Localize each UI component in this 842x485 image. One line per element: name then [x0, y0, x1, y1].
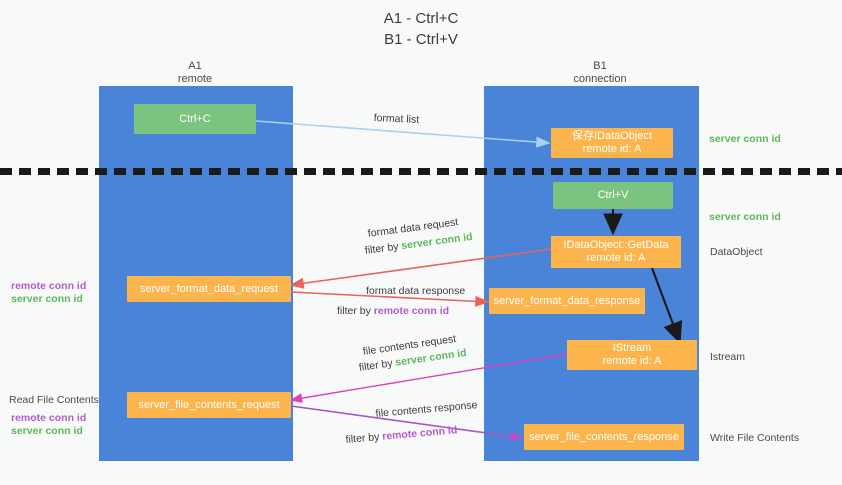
left-label-remote-conn-id-upper: remote conn id [11, 280, 87, 292]
node-idataobject-getdata[interactable]: IDataObject::GetData remote id: A [551, 236, 681, 268]
column-header-b1: B1 connection [530, 60, 670, 86]
edge-label-file-contents-response: file contents response [375, 399, 478, 420]
column-b1-sub: connection [573, 73, 627, 85]
node-ctrl-c-label: Ctrl+C [179, 112, 211, 125]
edge-label-format-data-response: format data response [366, 285, 466, 297]
node-ctrl-v[interactable]: Ctrl+V [553, 182, 673, 209]
node-server-file-contents-request-label: server_file_contents_request [138, 398, 280, 411]
column-a1-sub: remote [177, 73, 213, 85]
node-server-format-data-response[interactable]: server_format_data_response [489, 288, 645, 314]
title-line-2: B1 - Ctrl+V [384, 31, 458, 48]
edge-label-file-contents-response-filter: filter by remote conn id [345, 424, 458, 446]
node-ctrl-v-label: Ctrl+V [597, 189, 629, 201]
node-server-format-data-request-label: server_format_data_request [139, 282, 279, 295]
left-label-remote-conn-id-lower: remote conn id [11, 412, 87, 424]
node-save-idataobject-line1: 保存IDataObject [571, 130, 653, 142]
node-server-file-contents-response-label: server_file_contents_response [529, 430, 679, 443]
right-label-server-conn-id-mid: server conn id [709, 211, 781, 223]
filter-value-remote-conn-id-2: remote conn id [381, 424, 458, 443]
right-label-server-conn-id-top: server conn id [709, 133, 781, 145]
filter-value-remote-conn-id-1: remote conn id [373, 305, 450, 317]
node-save-idataobject[interactable]: 保存IDataObject remote id: A [551, 128, 673, 158]
title-line-1: A1 - Ctrl+C [383, 10, 459, 27]
phase-divider [0, 168, 842, 175]
node-save-idataobject-line2: remote id: A [582, 143, 642, 155]
node-server-format-data-response-label: server_format_data_response [493, 294, 641, 307]
right-label-istream: Istream [710, 351, 746, 363]
node-istream-line2: remote id: A [602, 355, 662, 367]
node-istream[interactable]: IStream remote id: A [567, 340, 697, 370]
column-header-a1: A1 remote [125, 60, 265, 86]
right-label-dataobject: DataObject [710, 246, 763, 258]
node-ctrl-c[interactable]: Ctrl+C [134, 104, 256, 134]
column-b1-name: B1 [593, 60, 607, 72]
node-idataobject-getdata-line1: IDataObject::GetData [563, 239, 669, 251]
node-server-file-contents-request[interactable]: server_file_contents_request [127, 392, 291, 418]
node-server-format-data-request[interactable]: server_format_data_request [127, 276, 291, 302]
edge-label-format-list: format list [373, 111, 420, 126]
edge-label-format-data-response-filter: filter by remote conn id [337, 305, 450, 317]
right-label-write-file-contents: Write File Contents [710, 432, 800, 444]
node-server-file-contents-response[interactable]: server_file_contents_response [524, 424, 684, 450]
node-idataobject-getdata-line2: remote id: A [586, 252, 646, 264]
left-label-read-file-contents: Read File Contents [9, 394, 99, 406]
column-a1-name: A1 [188, 60, 202, 72]
left-label-server-conn-id-upper: server conn id [11, 293, 83, 305]
left-label-server-conn-id-lower: server conn id [11, 425, 83, 437]
diagram-title: A1 - Ctrl+C B1 - Ctrl+V [0, 8, 842, 50]
node-istream-line1: IStream [612, 342, 652, 354]
